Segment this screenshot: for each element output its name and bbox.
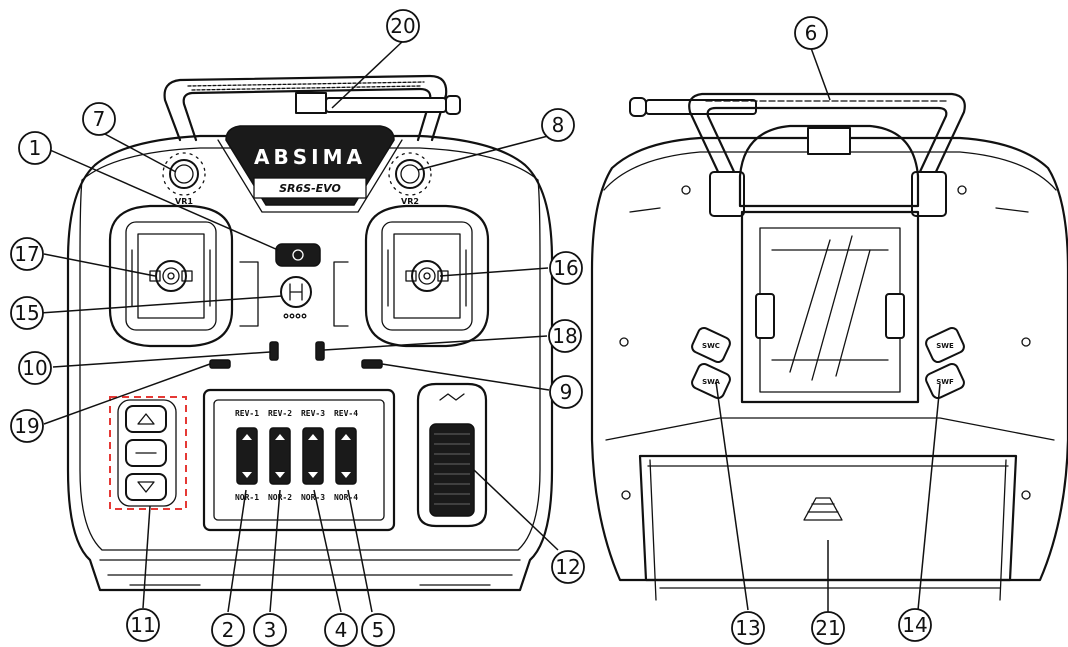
- svg-text:9: 9: [560, 380, 573, 404]
- trim-switch-3[interactable]: [302, 427, 324, 485]
- switch-swf[interactable]: SWF: [924, 362, 966, 400]
- switch-18[interactable]: [315, 341, 325, 361]
- svg-text:3: 3: [264, 618, 277, 642]
- callout-20: 20: [386, 9, 420, 43]
- switch-9[interactable]: [361, 359, 383, 369]
- svg-text:16: 16: [553, 256, 578, 280]
- svg-text:20: 20: [390, 14, 415, 38]
- callout-5: 5: [361, 613, 395, 647]
- callout-7: 7: [82, 102, 116, 136]
- power-button[interactable]: [275, 243, 321, 267]
- switch-10[interactable]: [269, 341, 279, 361]
- svg-text:2: 2: [222, 618, 235, 642]
- callout-6: 6: [794, 16, 828, 50]
- menu-up-button[interactable]: [125, 405, 167, 433]
- trim-switch-1[interactable]: [236, 427, 258, 485]
- svg-text:10: 10: [22, 356, 47, 380]
- vr2-label: VR2: [401, 197, 419, 206]
- callout-16: 16: [549, 251, 583, 285]
- trim-switch-4[interactable]: [335, 427, 357, 485]
- trim-nor-3: NOR-3: [301, 493, 325, 502]
- svg-text:14: 14: [902, 613, 927, 637]
- swc-label: SWC: [702, 342, 720, 350]
- svg-text:15: 15: [14, 301, 39, 325]
- swe-label: SWE: [936, 342, 954, 350]
- callout-1: 1: [18, 131, 52, 165]
- svg-text:21: 21: [815, 616, 840, 640]
- left-gimbal[interactable]: [108, 204, 234, 348]
- trim-nor-1: NOR-1: [235, 493, 259, 502]
- svg-text:17: 17: [14, 242, 39, 266]
- callout-17: 17: [10, 237, 44, 271]
- scroll-wheel[interactable]: [416, 382, 488, 528]
- logo-panel: ABSIMA SR6S-EVO: [217, 125, 403, 213]
- svg-text:1: 1: [29, 136, 42, 160]
- callout-10: 10: [18, 351, 52, 385]
- svg-text:5: 5: [372, 618, 385, 642]
- svg-text:8: 8: [552, 113, 565, 137]
- switch-19[interactable]: [209, 359, 231, 369]
- callout-15: 15: [10, 296, 44, 330]
- rear-antenna: [629, 97, 757, 117]
- svg-text:7: 7: [93, 107, 106, 131]
- callout-2: 2: [211, 613, 245, 647]
- callout-14: 14: [898, 608, 932, 642]
- rear-body-outline: [590, 136, 1068, 582]
- svg-text:11: 11: [130, 613, 155, 637]
- front-antenna: [295, 92, 461, 115]
- svg-text:6: 6: [805, 21, 818, 45]
- model-label: SR6S-EVO: [279, 182, 341, 195]
- callout-19: 19: [10, 409, 44, 443]
- rear-handle: [688, 92, 966, 217]
- switch-swe[interactable]: SWE: [924, 326, 966, 364]
- callout-21: 21: [811, 611, 845, 645]
- svg-text:12: 12: [555, 555, 580, 579]
- vr1-label: VR1: [175, 197, 193, 206]
- battery-cover: [740, 210, 920, 404]
- trim-rev-4: REV-4: [334, 409, 358, 418]
- trim-rev-2: REV-2: [268, 409, 292, 418]
- svg-text:4: 4: [335, 618, 348, 642]
- rear-view: SWC SWA SWE SWF: [590, 92, 1068, 601]
- switch-swc[interactable]: SWC: [690, 326, 732, 364]
- callout-13: 13: [731, 611, 765, 645]
- vr2-knob[interactable]: VR2: [388, 152, 432, 206]
- right-gimbal[interactable]: [364, 204, 490, 348]
- brand-logo: ABSIMA: [254, 145, 366, 169]
- vr1-knob[interactable]: VR1: [162, 152, 206, 206]
- svg-text:13: 13: [735, 616, 760, 640]
- swf-label: SWF: [936, 378, 954, 386]
- callout-18: 18: [548, 319, 582, 353]
- trim-nor-4: NOR-4: [334, 493, 358, 502]
- menu-buttons: [109, 396, 187, 510]
- menu-highlight-box: [109, 396, 187, 510]
- swa-label: SWA: [702, 378, 720, 386]
- callout-11: 11: [126, 608, 160, 642]
- trim-panel: REV-1 REV-2 REV-3 REV-4 NOR-1 NOR-2 NOR-…: [202, 388, 396, 532]
- svg-text:19: 19: [14, 414, 39, 438]
- rear-cover: [638, 454, 1018, 589]
- menu-select-button[interactable]: [125, 439, 167, 467]
- bind-button[interactable]: [280, 276, 312, 319]
- callout-12: 12: [551, 550, 585, 584]
- trim-switch-2[interactable]: [269, 427, 291, 485]
- callouts: 1 2 3 4 5 6 7 8 9 10 11 12 13 14 15 16 1…: [10, 9, 932, 647]
- callout-4: 4: [324, 613, 358, 647]
- callout-9: 9: [549, 375, 583, 409]
- trim-rev-1: REV-1: [235, 409, 259, 418]
- callout-3: 3: [253, 613, 287, 647]
- switch-swa[interactable]: SWA: [690, 362, 732, 400]
- front-handle: [163, 74, 448, 142]
- callout-8: 8: [541, 108, 575, 142]
- trim-rev-3: REV-3: [301, 409, 325, 418]
- leader-lines: [39, 40, 941, 613]
- menu-down-button[interactable]: [125, 473, 167, 501]
- svg-text:18: 18: [552, 324, 577, 348]
